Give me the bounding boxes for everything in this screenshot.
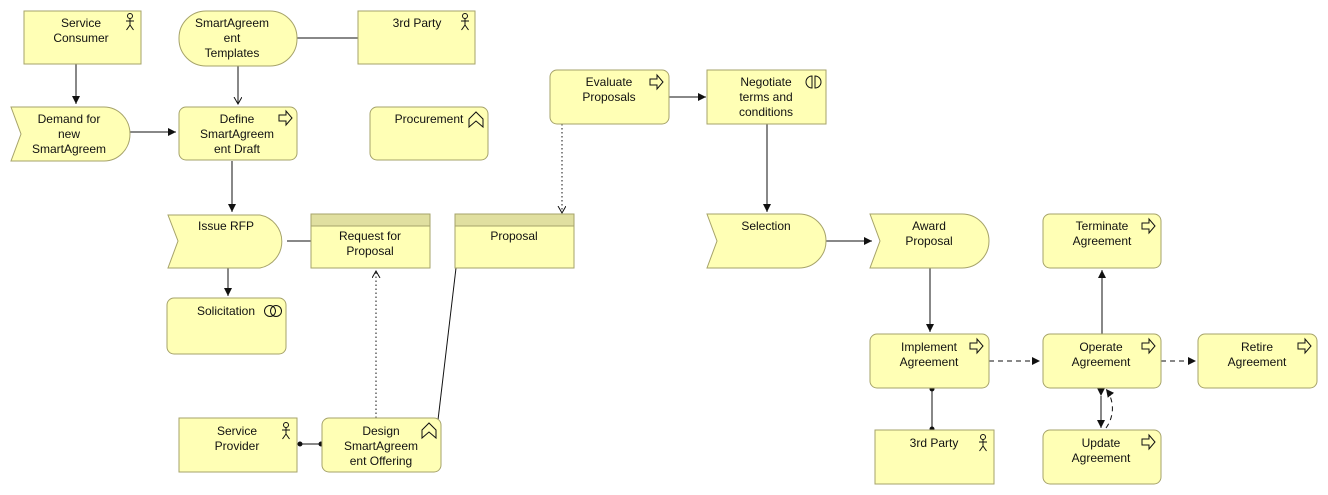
actor-icon (282, 422, 290, 440)
process-arrow-icon (278, 109, 293, 127)
node-label: Procurement (395, 112, 464, 126)
actor-icon (126, 13, 134, 31)
process-arrow-icon (1141, 217, 1156, 235)
node-proposal[interactable]: Proposal (454, 213, 575, 269)
process-arrow-icon (1141, 337, 1156, 355)
node-issue-rfp[interactable]: Issue RFP (167, 214, 283, 269)
edge-design-proposal[interactable] (437, 267, 457, 421)
interaction-icon (805, 75, 822, 89)
process-arrow-icon (649, 73, 664, 91)
connections (72, 37, 1196, 447)
actor-icon (979, 434, 987, 452)
node-label: Solicitation (197, 304, 255, 318)
node-label: Proposal (490, 229, 537, 243)
node-selection[interactable]: Selection (706, 213, 827, 269)
node-solicitation[interactable]: Solicitation (166, 297, 287, 355)
node-third-party-top[interactable]: 3rd Party (357, 10, 476, 65)
node-label: Issue RFP (198, 219, 254, 233)
function-icon (421, 422, 437, 440)
edge-update-operate-flow[interactable] (1105, 388, 1115, 429)
process-arrow-icon (1141, 433, 1156, 451)
node-label: 3rd Party (910, 436, 959, 450)
node-label: Selection (741, 219, 790, 233)
process-arrow-icon (969, 337, 984, 355)
function-icon (468, 111, 484, 129)
collaboration-icon (264, 305, 282, 317)
process-arrow-icon (1297, 337, 1312, 355)
node-label: 3rd Party (393, 16, 442, 30)
node-third-party-bottom[interactable]: 3rd Party (874, 429, 995, 485)
node-procurement[interactable]: Procurement (369, 106, 489, 161)
actor-icon (461, 13, 469, 31)
